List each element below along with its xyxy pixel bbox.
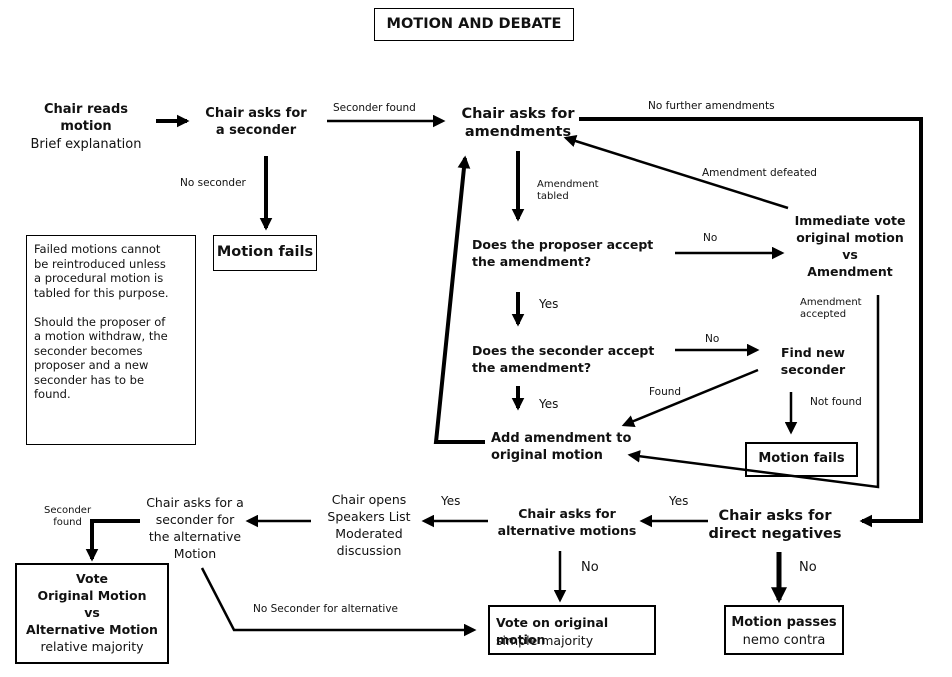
label-no-seconder: No seconder: [180, 177, 246, 189]
arrow-alt-seconder-found: [85, 519, 140, 562]
motion-fails-box-2: [745, 442, 858, 477]
label-alt-no: No: [581, 560, 599, 575]
label-found: Found: [649, 386, 682, 398]
arrow-loop-back: [433, 155, 485, 444]
node-direct-negatives: Chair asks for direct negatives: [708, 508, 842, 542]
node-add-amendment: Add amendment to original motion: [491, 431, 632, 463]
label-seconder-yes: Yes: [539, 397, 559, 411]
note-box: [26, 235, 196, 445]
node-proposer-accept: Does the proposer accept the amendment?: [472, 237, 654, 269]
vote-original-box: [488, 605, 656, 655]
node-vote-alternative-sub: relative majority: [40, 639, 144, 654]
node-vote-original-sub: simple majority: [496, 633, 594, 648]
node-vote-original: Vote on original motion: [496, 615, 609, 647]
title-box: [374, 8, 574, 41]
label-proposer-no: No: [703, 232, 718, 244]
arrow-amendment-defeated: [563, 135, 789, 210]
arrow-no-seconder-alt: [200, 567, 477, 637]
arrow-amendment-accepted: [627, 295, 880, 489]
node-motion-passes-sub: nemo contra: [742, 633, 826, 648]
node-ask-seconder: Chair asks for a seconder: [205, 106, 307, 138]
node-alt-seconder: Chair asks for a seconder for the altern…: [146, 495, 244, 561]
label-seconder-no: No: [705, 333, 720, 345]
label-seconder-found: Seconder found: [333, 102, 416, 114]
page-title: MOTION AND DEBATE: [386, 16, 562, 32]
vote-alternative-box: [15, 563, 169, 664]
label-amendment-accepted: Amendment accepted: [800, 297, 862, 320]
label-amendment-tabled: Amendment tabled: [537, 179, 599, 202]
node-motion-passes: Motion passes: [731, 615, 837, 630]
label-direct-yes: Yes: [669, 494, 689, 508]
label-not-found: Not found: [810, 396, 862, 408]
node-ask-amendments: Chair asks for amendments: [461, 106, 575, 140]
node-seconder-accept: Does the seconder accept the amendment?: [472, 343, 655, 375]
node-chair-reads: Chair reads motion: [43, 102, 128, 134]
motion-passes-box: [724, 605, 844, 655]
label-seconder-found-alt: Seconder found: [44, 505, 92, 528]
node-motion-fails-2: Motion fails: [758, 451, 845, 466]
label-direct-no: No: [799, 560, 817, 575]
label-proposer-yes: Yes: [539, 297, 559, 311]
label-amendment-defeated: Amendment defeated: [702, 167, 817, 179]
arrow-no-further-amendments: [579, 117, 923, 528]
label-no-seconder-alt: No Seconder for alternative: [253, 603, 399, 615]
arrow-found: [621, 368, 759, 427]
motion-fails-box-1: [213, 235, 317, 271]
node-vote-alternative: Vote Original Motion vs Alternative Moti…: [26, 571, 158, 637]
node-motion-fails-1: Motion fails: [216, 244, 314, 260]
node-chair-reads-sub: Brief explanation: [30, 137, 142, 152]
label-alt-yes: Yes: [441, 494, 461, 508]
label-no-further-amendments: No further amendments: [648, 100, 775, 112]
node-immediate-vote: Immediate vote original motion vs Amendm…: [794, 213, 906, 279]
note-text: Failed motions cannot be reintroduced un…: [34, 242, 169, 401]
node-speakers-list: Chair opens Speakers List Moderated disc…: [327, 492, 411, 558]
node-alt-motions: Chair asks for alternative motions: [497, 506, 637, 538]
node-find-seconder: Find new seconder: [780, 345, 846, 377]
